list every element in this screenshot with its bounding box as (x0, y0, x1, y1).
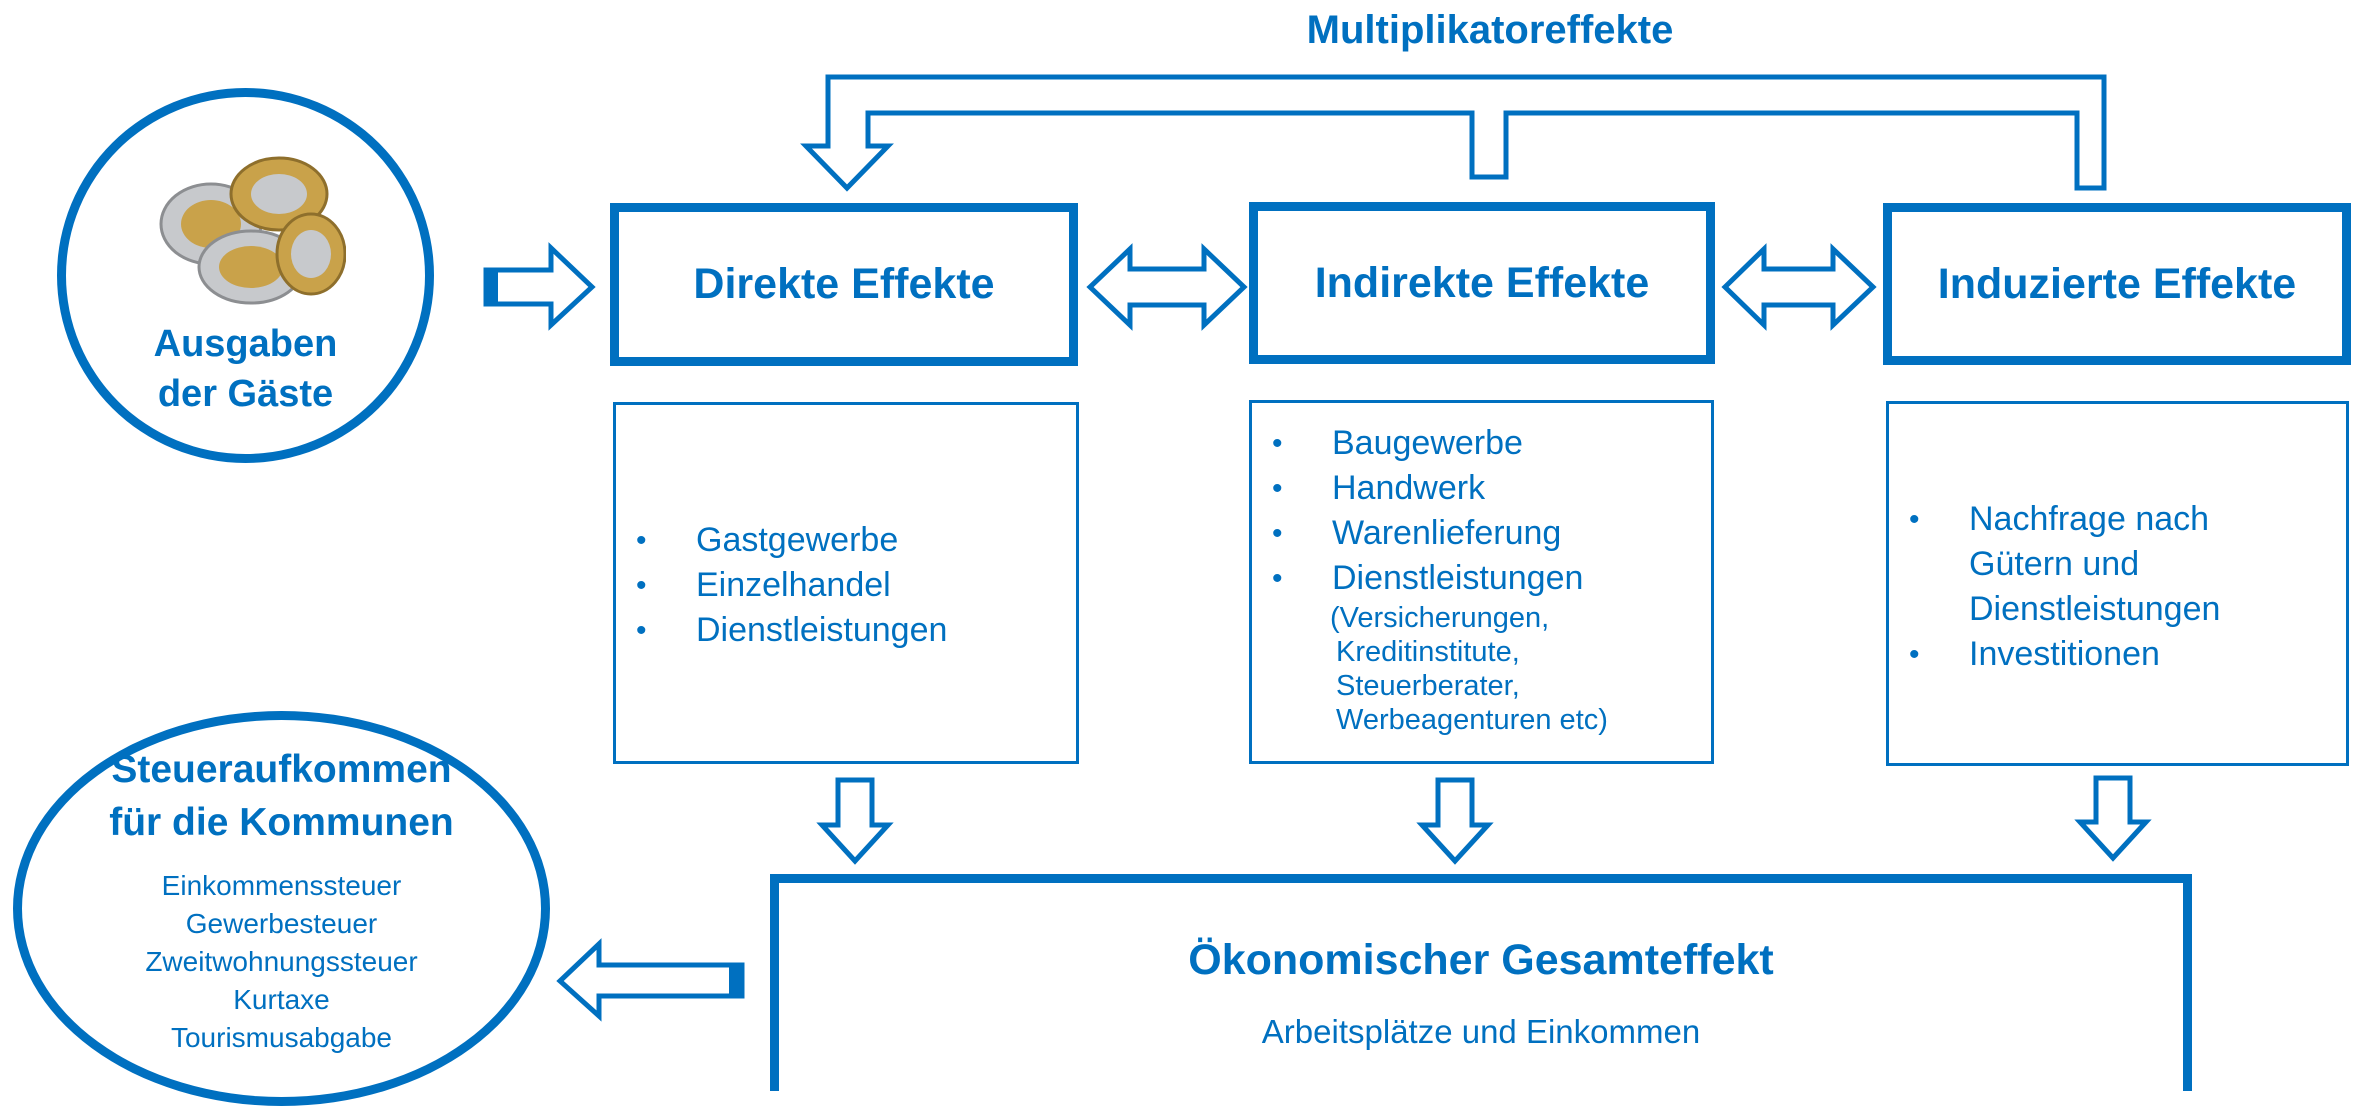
total-effect-box: Ökonomischer Gesamteffekt Arbeitsplätze … (770, 874, 2192, 1091)
list-item: Zweitwohnungssteuer (145, 946, 418, 977)
list-item: Gewerbesteuer (185, 908, 378, 939)
arrow-right-source (483, 242, 596, 331)
induced-effects-box: Induzierte Effekte (1883, 203, 2351, 365)
guest-spending-node: Ausgaben der Gäste (57, 88, 434, 463)
list-item: Baugewerbe (1252, 421, 1583, 466)
direct-effects-details: Gastgewerbe Einzelhandel Dienstleistunge… (613, 402, 1079, 764)
total-effect-subtitle: Arbeitsplätze und Einkommen (1261, 1013, 1701, 1050)
arrow-down-2 (1416, 777, 1494, 865)
guest-spending-label: Ausgaben der Gäste (153, 323, 338, 415)
municipal-tax-node: Steueraufkommen für die Kommunen Einkomm… (13, 711, 550, 1106)
list-item: Tourismusabgabe (170, 1022, 393, 1053)
arrow-down-1 (816, 777, 894, 865)
list-item: Kurtaxe (233, 984, 330, 1015)
arrow-double-1 (1086, 243, 1248, 331)
list-item: Dienstleistungen (616, 608, 947, 653)
list-item: Gütern und (1969, 545, 2140, 583)
multiplier-feedback-arrow (800, 74, 2107, 192)
direct-effects-box: Direkte Effekte (610, 203, 1078, 366)
municipal-tax-list: Einkommenssteuer Gewerbesteuer Zweitwohn… (22, 867, 541, 1057)
list-item: Einkommenssteuer (161, 870, 402, 901)
induced-effects-details: Nachfrage nach Gütern und Dienstleistung… (1886, 401, 2349, 766)
indirect-services-examples: (Versicherungen, Kreditinstitute, Steuer… (1330, 602, 1608, 736)
list-item: Nachfrage nach (1889, 497, 2220, 542)
municipal-tax-title: Steueraufkommen für die Kommunen (109, 748, 454, 844)
arrow-down-3 (2074, 775, 2152, 862)
total-effect-title: Ökonomischer Gesamteffekt (1188, 936, 1774, 984)
arrow-left-tax (556, 938, 745, 1022)
list-item: Dienstleistungen (1252, 556, 1583, 601)
indirect-effects-details: Baugewerbe Handwerk Warenlieferung Diens… (1249, 400, 1714, 764)
arrow-double-2 (1721, 243, 1877, 331)
list-item: Dienstleistungen (1969, 590, 2221, 628)
list-item: Handwerk (1252, 466, 1583, 511)
indirect-effects-box: Indirekte Effekte (1249, 202, 1715, 364)
list-item: Investitionen (1889, 632, 2220, 677)
list-item: Einzelhandel (616, 563, 947, 608)
list-item: Gastgewerbe (616, 518, 947, 563)
list-item: Warenlieferung (1252, 511, 1583, 556)
multiplier-label: Multiplikatoreffekte (1306, 8, 1674, 52)
euro-coins-icon (159, 156, 346, 305)
